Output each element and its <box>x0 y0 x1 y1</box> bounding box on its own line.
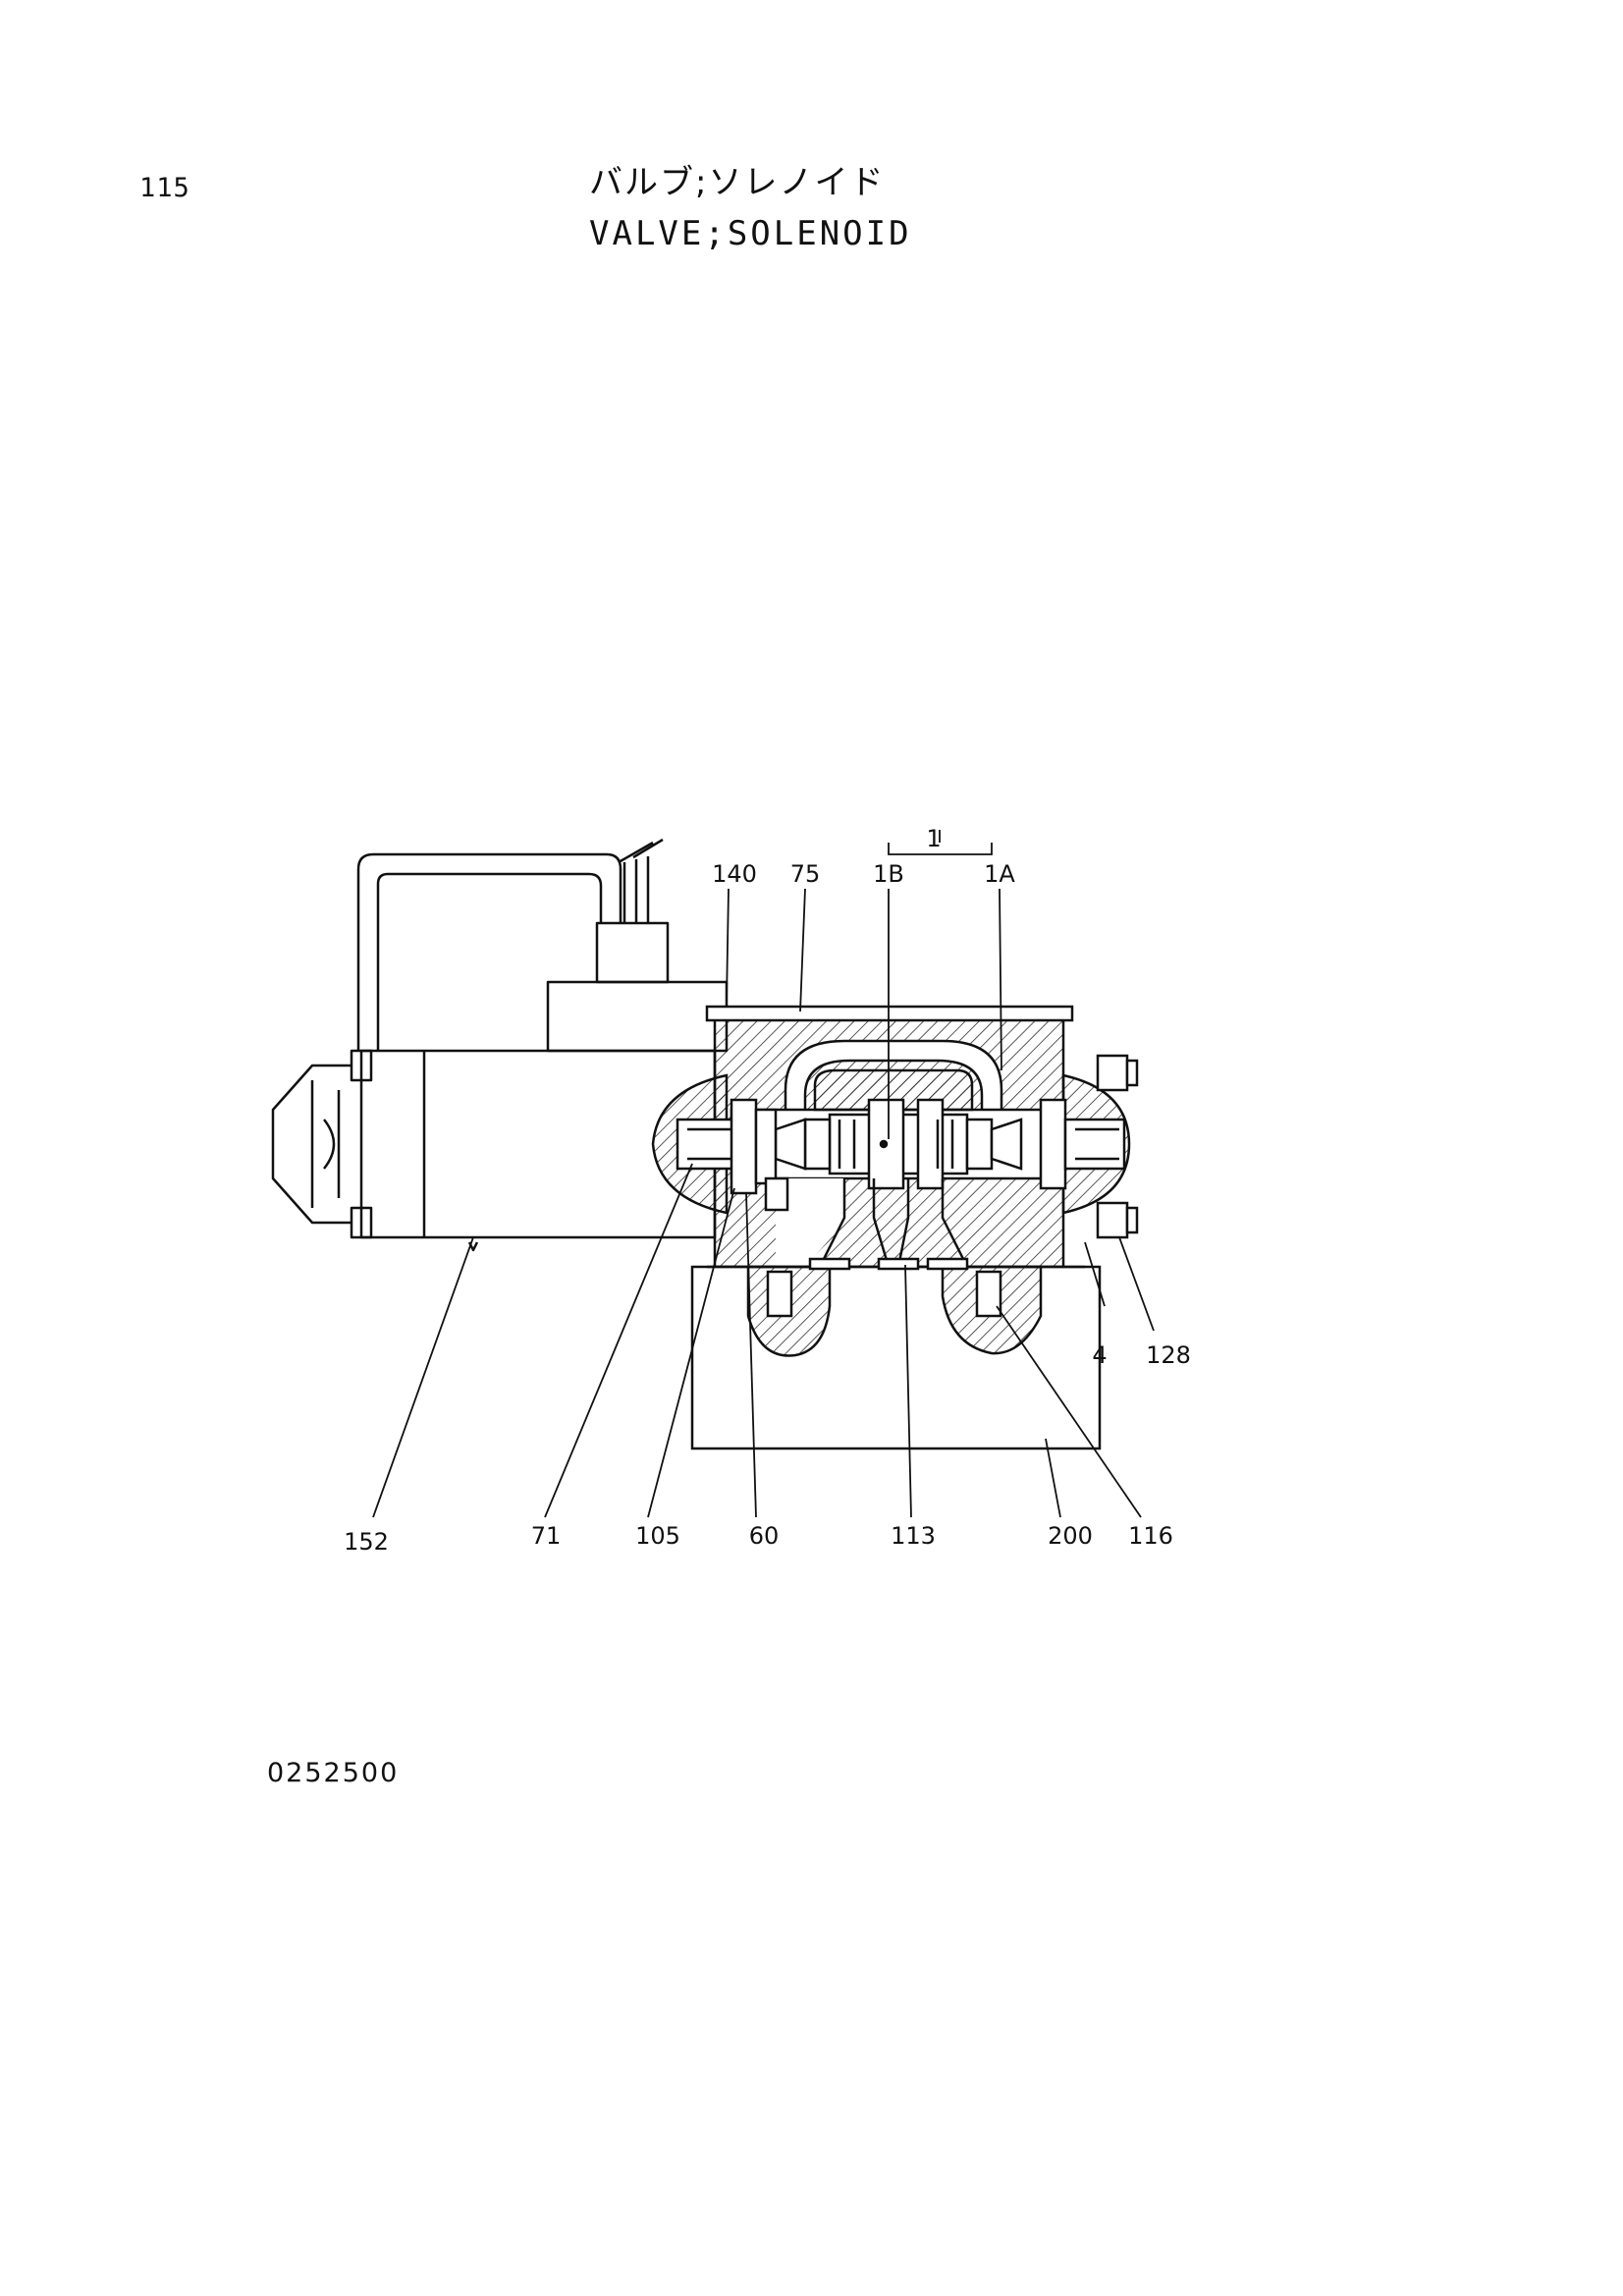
drawing-number: 0252500 <box>267 1758 400 1788</box>
leader-lines <box>372 830 1155 1518</box>
title-japanese: バルブ;ソレノイド <box>589 163 886 202</box>
callout-140: 140 <box>712 860 757 888</box>
callout-113: 113 <box>891 1522 936 1550</box>
callout-116: 116 <box>1128 1522 1173 1550</box>
callout-200: 200 <box>1048 1522 1093 1550</box>
right-end-plug <box>1039 1054 1139 1239</box>
callout-4: 4 <box>1092 1341 1107 1369</box>
callout-1A: 1A <box>984 860 1015 888</box>
sub-plate <box>690 1257 1102 1450</box>
callout-128: 128 <box>1146 1341 1191 1369</box>
callout-75: 75 <box>790 860 821 888</box>
callout-60: 60 <box>749 1522 780 1550</box>
title-english: VALVE;SOLENOID <box>589 214 912 253</box>
callout-105: 105 <box>635 1522 680 1550</box>
left-end-plug <box>651 1073 789 1215</box>
spool <box>774 1098 1023 1268</box>
callout-labels: 1 140 75 1B 1A 4 128 152 71 105 60 113 2… <box>344 825 1191 1556</box>
page-number: 115 <box>139 173 190 203</box>
callout-1B: 1B <box>873 860 904 888</box>
callout-152: 152 <box>344 1528 389 1556</box>
callout-71: 71 <box>531 1522 562 1550</box>
valve-drawing <box>271 838 729 1252</box>
callout-1: 1 <box>926 825 941 852</box>
